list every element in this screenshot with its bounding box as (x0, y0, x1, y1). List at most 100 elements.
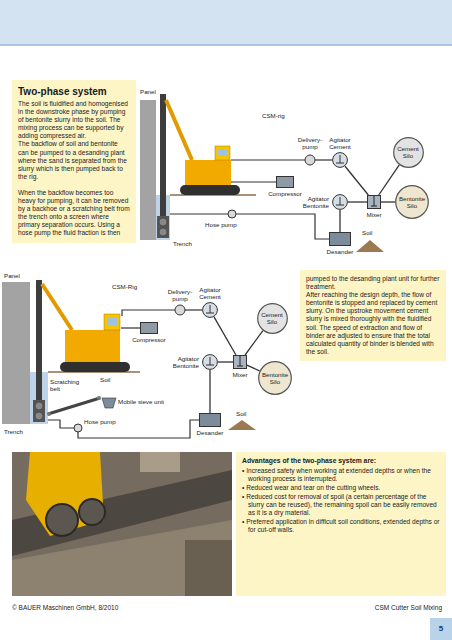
part-label: Soil (236, 410, 246, 417)
panel-heading: Two-phase system (18, 85, 130, 98)
node-label: Desander (197, 429, 224, 436)
part-label: Trench (173, 240, 192, 247)
desander-box: Desander (199, 413, 221, 427)
site-photo (46, 504, 78, 536)
part-label: Delivery-pump (165, 288, 195, 302)
stirrer (336, 197, 344, 205)
compressor-box-shape (141, 323, 158, 334)
pipe (170, 160, 332, 239)
agitator-tank-outline (332, 194, 348, 210)
stirrer (336, 155, 344, 163)
agitator-circle (203, 303, 218, 318)
mixer-box: Mixer (233, 355, 247, 369)
pipe (122, 310, 175, 316)
footer-text: CSM Cutter Soil Mixing (375, 604, 442, 612)
agitator-circle (203, 355, 218, 370)
part-label: Panel (140, 88, 156, 95)
agitator-tank: Agitator Bentonite (332, 194, 348, 210)
text-panel: pumped to the desanding plant unit for f… (300, 270, 446, 361)
compressor-box-outline (276, 176, 294, 188)
compressor-box-outline (140, 322, 158, 334)
pipe (48, 420, 74, 428)
silo-circle: Bentonite Silo (258, 361, 292, 395)
csm-rig-top (160, 94, 166, 218)
node-label: Cement Silo (393, 145, 423, 159)
pipe-connector (348, 201, 367, 202)
site-photo (12, 452, 232, 596)
desander-box-outline (199, 413, 221, 427)
compressor-box-shape (277, 177, 294, 188)
mixer-box-outline (233, 355, 247, 369)
part-label: Panel (4, 272, 20, 279)
compressor-box: Compressor (140, 322, 158, 334)
agitator-tank: Agitator Cement (202, 302, 218, 318)
csm-rig-top (140, 94, 256, 240)
node-label: Agitator Bentonite (297, 195, 329, 209)
page-number-box: 5 (430, 618, 452, 640)
part-label: Hose pump (205, 221, 237, 228)
stirrer (206, 305, 214, 313)
csm-rig-middle (33, 400, 45, 422)
pipe (48, 310, 202, 438)
csm-rig-top (140, 100, 156, 240)
node-label: Agitator Bentonite (167, 355, 199, 369)
site-photo (79, 499, 105, 525)
body-text: The backflow of soil and bentonite can b… (18, 140, 130, 180)
pipe-connector (218, 361, 233, 362)
csm-rig-top (166, 100, 192, 160)
site-photo (12, 452, 232, 596)
soil-pile (228, 420, 256, 430)
pipe (185, 309, 202, 310)
mixer-box: Mixer (367, 195, 381, 209)
pipe (170, 213, 228, 214)
desander-box-outline (329, 232, 351, 246)
scratching-belt (47, 412, 51, 416)
agitator-tank-outline (332, 152, 348, 168)
body-text: pumped to the desanding plant unit for f… (306, 275, 440, 291)
pipe-connector (214, 317, 236, 355)
scratching-belt (97, 396, 101, 400)
silo-shape (393, 137, 423, 167)
pipe-connector (245, 331, 263, 355)
csm-rig-middle (2, 282, 30, 424)
scratching-belt (47, 396, 101, 416)
pipe-connector (379, 165, 400, 195)
node-label: Compressor (132, 336, 166, 343)
pipe-connector (209, 370, 210, 413)
stirrer (206, 357, 214, 365)
bullet-text: • Reduced wear and tear on the cutting w… (242, 484, 440, 492)
pipe (121, 327, 140, 328)
agitator-tank: Agitator Bentonite (202, 354, 218, 370)
csm-rig-middle (104, 314, 120, 330)
delivery-pump-symbol (175, 305, 185, 315)
agitator-tank: Agitator Cement (332, 152, 348, 168)
csm-rig-top (159, 218, 167, 226)
body-text: The soil is fluidified and homogenised i… (18, 100, 130, 140)
part-label: CSM-rig (262, 112, 285, 119)
node-label: Compressor (268, 190, 302, 197)
site-photo (185, 540, 232, 596)
desander-box-shape (330, 233, 351, 246)
mixer-box-shape (234, 356, 247, 369)
node-label: Bentonite Silo (397, 195, 427, 209)
csm-rig-top (159, 228, 167, 236)
part-label: Hose pump (84, 418, 116, 425)
mixer-box-outline (367, 195, 381, 209)
part-label: CSM-Rig (112, 283, 137, 290)
csm-rig-middle (107, 317, 117, 325)
pipe-connector (345, 166, 368, 195)
node-label: Desander (327, 248, 354, 255)
advantages-panel: Advantages of the two-phase system are:•… (236, 452, 446, 596)
part-label: Mobile sieve unit (118, 398, 164, 405)
compressor-box: Compressor (276, 176, 294, 188)
csm-rig-top (218, 149, 227, 156)
soil-pile (356, 240, 384, 252)
hose-pump-symbol (74, 424, 82, 432)
part-label: Scratching belt (50, 378, 84, 392)
node-label: Agitator Cement (324, 136, 356, 150)
csm-rig-top (180, 185, 240, 195)
bullet-text: • Increased safety when working at exten… (242, 467, 440, 483)
pipe-connector (381, 201, 395, 202)
hose-pump-symbol (228, 210, 236, 218)
footer-text: © BAUER Maschinen GmbH, 8/2010 (12, 604, 118, 612)
